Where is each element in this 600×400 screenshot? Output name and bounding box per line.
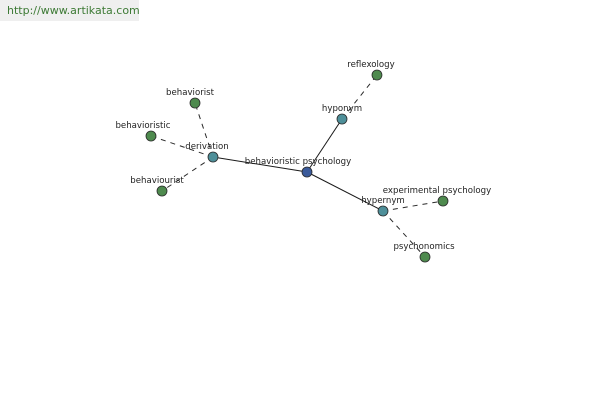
label-behaviorist[interactable]: behaviorist <box>166 88 215 98</box>
node-hypernym[interactable] <box>377 205 389 217</box>
edge-derivation-behavioristic <box>150 135 214 158</box>
node-reflexology[interactable] <box>371 69 383 81</box>
label-psychonomics[interactable]: psychonomics <box>393 242 455 252</box>
edge-root-hyponym <box>306 118 343 173</box>
source-url[interactable]: http://www.artikata.com <box>0 0 140 21</box>
edges-layer <box>150 74 444 258</box>
edge-root-derivation <box>212 156 308 173</box>
node-derivation[interactable] <box>207 151 219 163</box>
label-derivation[interactable]: derivation <box>185 142 228 152</box>
label-reflexology[interactable]: reflexology <box>347 60 394 70</box>
edge-hypernym-psychonomics <box>382 210 426 258</box>
node-hyponym[interactable] <box>336 113 348 125</box>
edge-derivation-behaviourist <box>161 156 214 192</box>
label-behavioristic[interactable]: behavioristic <box>115 121 170 131</box>
node-behaviourist[interactable] <box>156 185 168 197</box>
label-experimental[interactable]: experimental psychology <box>383 186 491 196</box>
nodes-layer <box>145 69 449 263</box>
edge-hypernym-experimental <box>382 200 444 212</box>
node-experimental[interactable] <box>437 195 449 207</box>
node-root[interactable] <box>301 166 313 178</box>
label-hyponym[interactable]: hyponym <box>322 104 362 114</box>
labels-layer: behavioristic psychology derivation hypony… <box>115 60 491 252</box>
node-behavioristic[interactable] <box>145 130 157 142</box>
node-psychonomics[interactable] <box>419 251 431 263</box>
label-behaviourist[interactable]: behaviourist <box>130 176 184 186</box>
label-root[interactable]: behavioristic psychology <box>245 157 351 167</box>
label-hypernym[interactable]: hypernym <box>361 196 405 206</box>
edge-root-hypernym <box>306 171 384 212</box>
node-behaviorist[interactable] <box>189 97 201 109</box>
